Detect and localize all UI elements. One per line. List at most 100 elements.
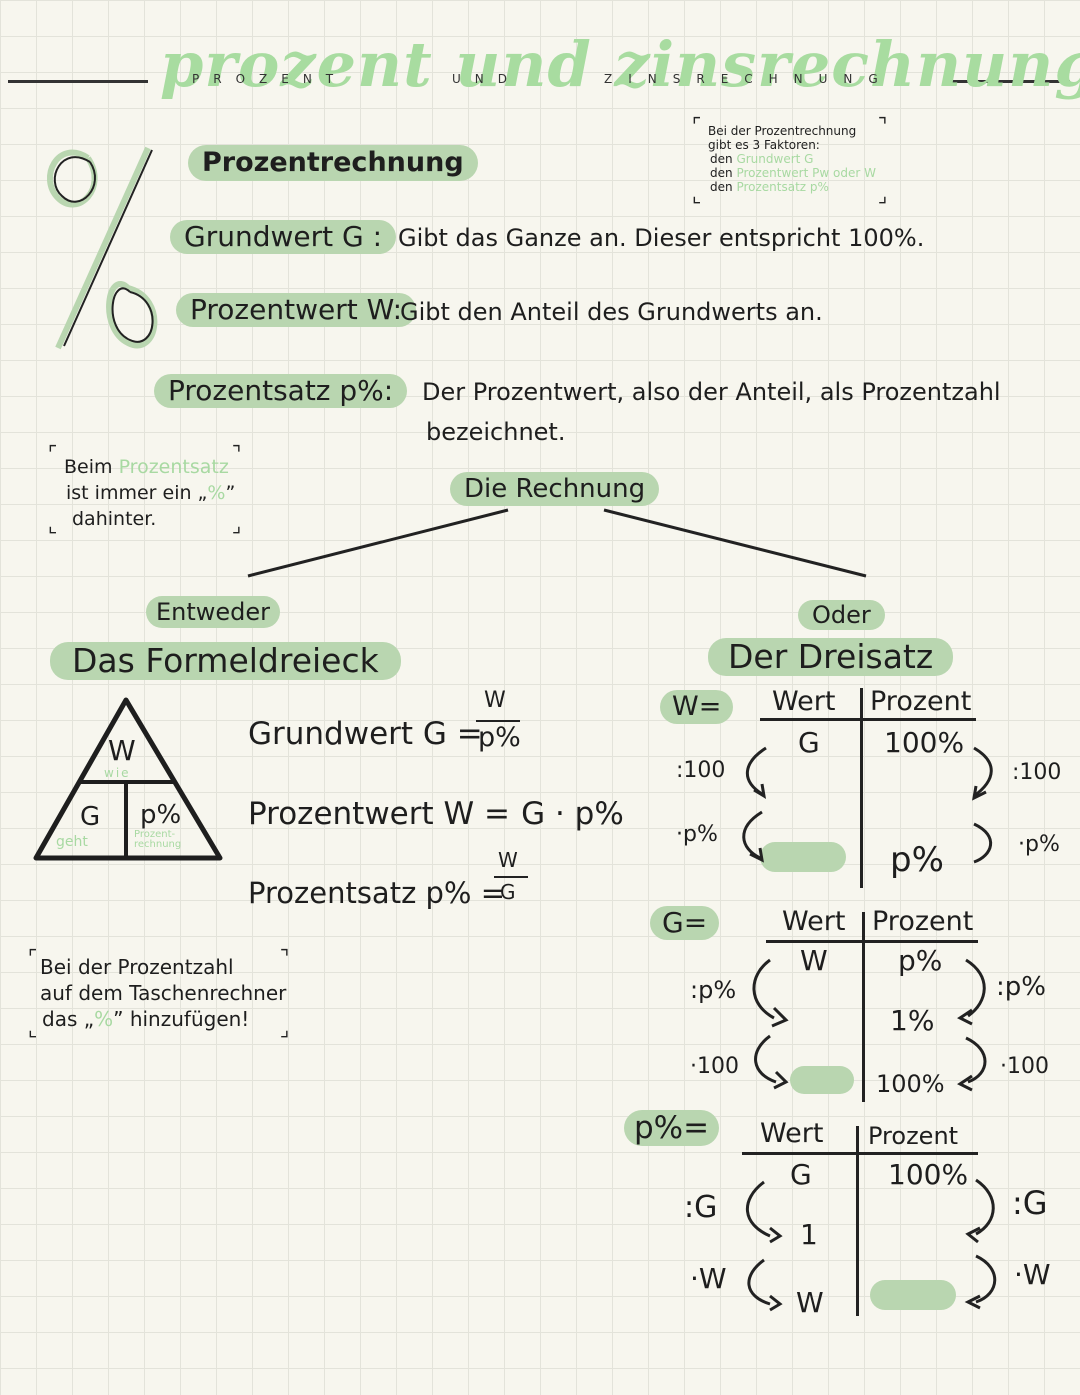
note-calc-percent: % <box>94 1007 114 1031</box>
t3-answer-box <box>870 1280 956 1310</box>
note-quote: ” <box>225 482 236 504</box>
section-heading: Prozentrechnung <box>188 145 478 181</box>
formula-grundwert-label: Grundwert G = <box>248 716 483 752</box>
bracket-icon: ⌜ <box>28 945 38 969</box>
t3-arrows-icon <box>746 1178 997 1312</box>
triangle-g: G <box>80 802 101 832</box>
factor-prefix: den <box>710 152 733 166</box>
or-label: Oder <box>798 600 885 630</box>
note-calc-line1: Bei der Prozentzahl <box>40 955 234 979</box>
t2-r2c2: 1% <box>890 1004 935 1037</box>
t1-op-right1: :100 <box>1012 760 1062 785</box>
t3-col-prozent: Prozent <box>868 1122 959 1150</box>
t2-r1c2: p% <box>898 944 943 977</box>
t3-op-left2: ·W <box>690 1262 727 1295</box>
t2-hline <box>766 940 978 943</box>
t1-col-wert: Wert <box>772 686 836 717</box>
t2-col-prozent: Prozent <box>872 906 974 937</box>
t3-vline <box>856 1126 859 1316</box>
triangle-w-sub: wie <box>104 766 131 780</box>
bracket-icon: ⌜ <box>48 441 58 465</box>
t3-hline <box>742 1152 978 1155</box>
page-title: prozent und zinsrechnung <box>160 28 1080 101</box>
factor-prefix: den <box>710 166 733 180</box>
formula-prozentsatz-label: Prozentsatz p% = <box>248 876 505 910</box>
factors-note: ⌜ ⌝ ⌞ ⌟ Bei der Prozentrechnung gibt es … <box>692 115 895 208</box>
fraction-bar <box>476 720 520 722</box>
t3-r1c2: 100% <box>888 1158 969 1191</box>
formula-triangle: W wie G geht p% Prozent-rechnung <box>30 694 225 864</box>
formula-prozentsatz-den: G <box>500 880 516 904</box>
formula-grundwert-den: p% <box>478 722 521 753</box>
factor-prozentwert: Prozentwert Pw oder W <box>736 166 876 180</box>
def-prozentwert: Gibt den Anteil des Grundwerts an. <box>400 298 823 326</box>
t2-arrows-icon <box>752 958 987 1092</box>
t1-answer-box <box>760 842 846 872</box>
t1-r1c2: 100% <box>884 726 965 759</box>
t2-op-left2: ·100 <box>690 1054 739 1079</box>
t2-r1c1: W <box>800 944 828 977</box>
note-calc-line2: auf dem Taschenrechner <box>40 981 287 1005</box>
t1-op-left1: :100 <box>676 758 726 783</box>
t1-op-left2: ·p% <box>676 822 718 847</box>
factor-prozentsatz: Prozentsatz p% <box>736 180 829 194</box>
note-dahinter: dahinter. <box>72 508 157 530</box>
bracket-icon: ⌟ <box>232 513 242 537</box>
dreisatz-g-label: G= <box>650 906 720 940</box>
formula-prozentwert: Prozentwert W = G · p% <box>248 796 624 832</box>
dreisatz-w-label: W= <box>660 690 734 724</box>
t2-col-wert: Wert <box>782 906 846 937</box>
t3-op-right2: ·W <box>1014 1258 1051 1291</box>
term-grundwert: Grundwert G : <box>170 220 397 254</box>
note-calculator: ⌜ ⌝ ⌞ ⌟ Bei der Prozentzahl auf dem Tasc… <box>28 945 300 1041</box>
formula-prozentwert-label: Prozentwert W = <box>248 796 510 832</box>
percent-sign-icon <box>28 128 178 358</box>
branch-left-line <box>247 508 509 578</box>
subtitle-und: UND <box>452 72 521 86</box>
either-label: Entweder <box>146 596 281 628</box>
triangle-w: W <box>108 734 136 767</box>
formula-grundwert-num: W <box>484 688 506 713</box>
bracket-icon: ⌝ <box>280 945 290 969</box>
triangle-g-sub: geht <box>56 834 88 850</box>
t2-op-right2: ·100 <box>1000 1054 1049 1079</box>
t2-op-left1: :p% <box>690 976 737 1004</box>
t1-r2c2: p% <box>890 840 944 880</box>
bracket-icon: ⌞ <box>48 513 58 537</box>
header-line-left <box>8 80 148 83</box>
subtitle-prozent: PROZENT <box>192 72 348 86</box>
t1-col-prozent: Prozent <box>870 686 972 717</box>
triangle-p: p% <box>140 800 182 830</box>
branch-right-line <box>603 508 867 578</box>
bracket-icon: ⌞ <box>28 1017 38 1041</box>
t1-r1c1: G <box>798 726 820 759</box>
bracket-icon: ⌟ <box>280 1017 290 1041</box>
bracket-icon: ⌞ <box>692 183 702 207</box>
t2-r3c2: 100% <box>876 1070 945 1098</box>
t2-vline <box>862 912 865 1102</box>
formula-triangle-heading: Das Formeldreieck <box>50 642 401 680</box>
header-line-right <box>950 80 1070 83</box>
t1-hline <box>760 718 976 721</box>
t3-r1c1: G <box>790 1158 812 1191</box>
t1-arrows-icon <box>742 746 993 864</box>
branch-lines <box>247 508 867 578</box>
t1-op-right2: ·p% <box>1018 832 1060 857</box>
bracket-icon: ⌝ <box>878 113 888 137</box>
t3-r3c1: W <box>796 1286 824 1319</box>
formula-prozentsatz-num: W <box>498 848 518 872</box>
note-calc-das: das „ <box>42 1007 95 1031</box>
term-prozentwert: Prozentwert W: <box>176 293 417 327</box>
t2-op-right1: :p% <box>996 972 1046 1002</box>
term-prozentsatz: Prozentsatz p%: <box>154 374 408 408</box>
note-prozentsatz: Prozentsatz <box>118 456 229 478</box>
note-percent-mark: % <box>207 482 226 504</box>
t2-answer-box <box>790 1066 854 1094</box>
t3-op-left1: :G <box>684 1190 718 1225</box>
def-grundwert: Gibt das Ganze an. Dieser entspricht 100… <box>398 224 925 252</box>
note-percent: ⌜ ⌝ ⌞ ⌟ Beim Prozentsatz ist immer ein „… <box>48 441 252 537</box>
calc-heading: Die Rechnung <box>450 472 660 506</box>
def-prozentsatz: Der Prozentwert, also der Anteil, als Pr… <box>422 378 1001 406</box>
bracket-icon: ⌟ <box>878 183 888 207</box>
def-prozentsatz-cont: bezeichnet. <box>426 418 566 446</box>
